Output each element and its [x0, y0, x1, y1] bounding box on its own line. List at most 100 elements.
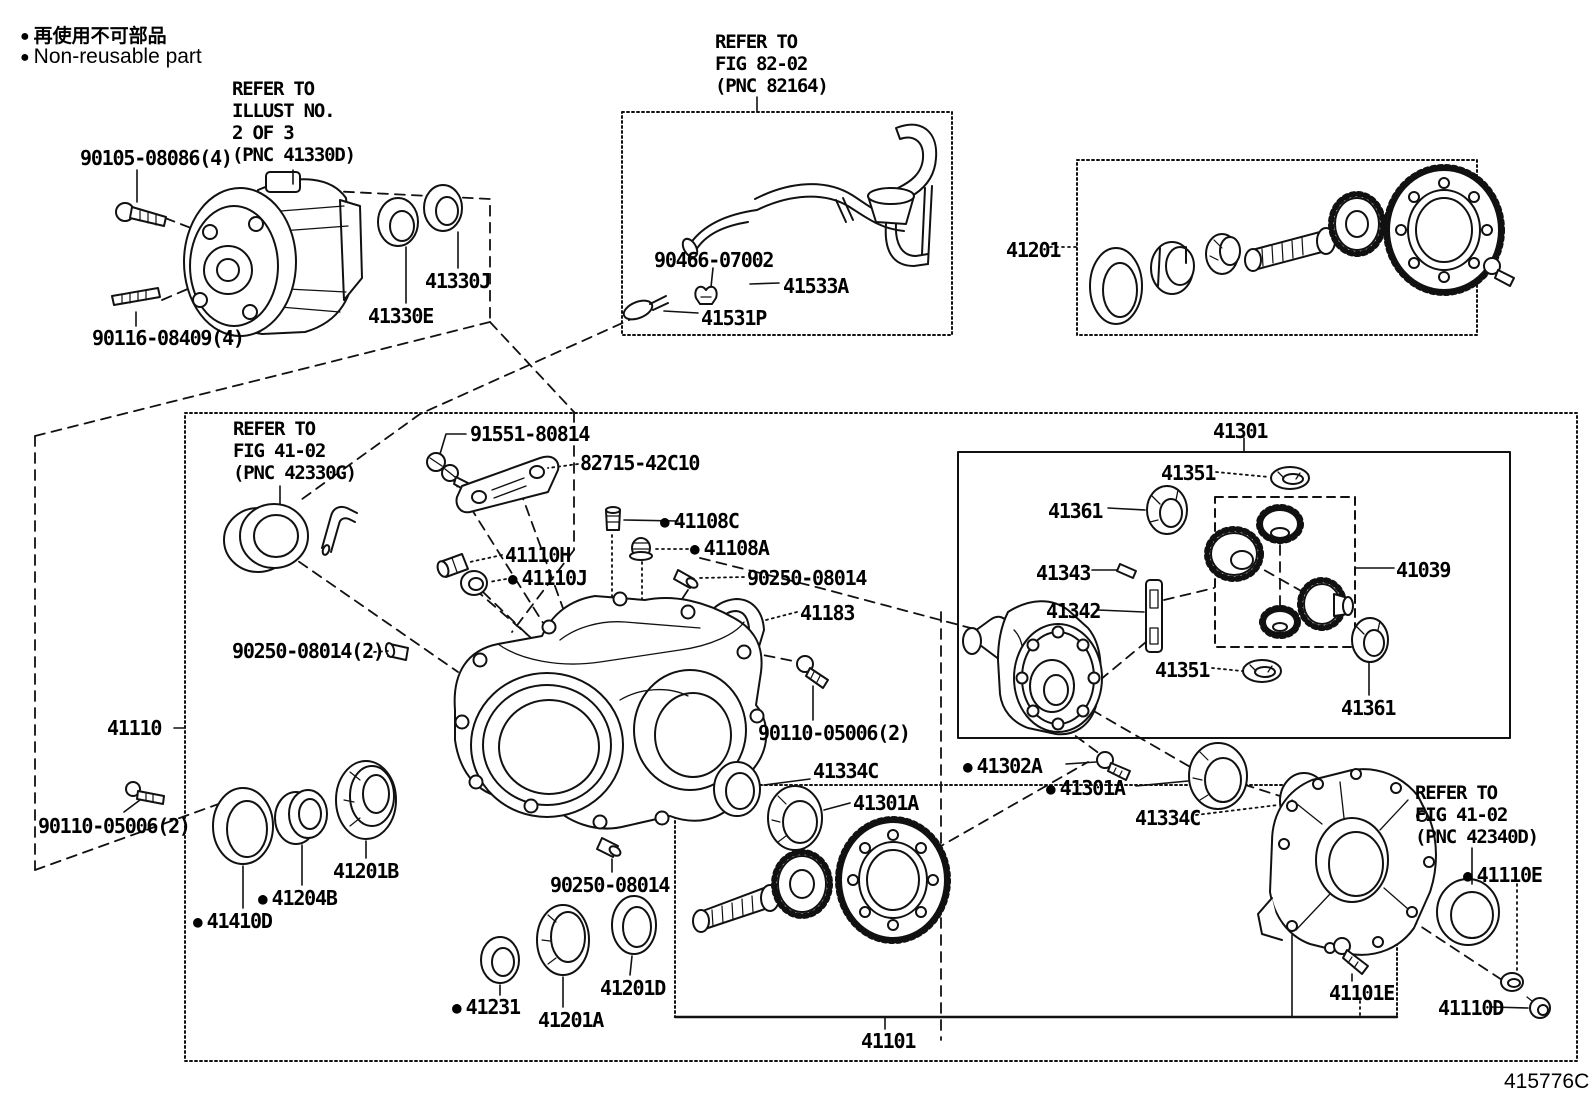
part-41301[interactable]: 41301 [1213, 419, 1268, 443]
part-number-text: 41101 [861, 1029, 916, 1053]
legend-en-text: Non-reusable part [33, 45, 202, 68]
pinion-shaft-41342-drawing [1145, 579, 1163, 653]
seal-41231-drawing [480, 936, 520, 984]
part-number-text: 41343 [1036, 561, 1091, 585]
part-90250-08014-x2[interactable]: 90250-08014(2) [232, 641, 385, 662]
part-41201B[interactable]: 41201B [333, 861, 399, 882]
part-41183[interactable]: 41183 [800, 601, 855, 625]
differential-case-drawing [962, 600, 1103, 736]
part-number-text: 41110D [1438, 996, 1504, 1020]
part-41110[interactable]: 41110 [107, 718, 162, 739]
part-41110D[interactable]: 41110D [1438, 996, 1504, 1020]
part-number-text: 41301A [1059, 776, 1126, 800]
non-reusable-dot: ● [258, 889, 268, 908]
plug-41110H-drawing [436, 553, 469, 578]
non-reusable-dot: ● [1463, 866, 1473, 885]
legend-non-reusable-en: ●Non-reusable part [20, 45, 202, 69]
part-41201D[interactable]: 41201D [600, 978, 666, 999]
part-number-text: REFER TO FIG 41-02 (PNC 42330G) [233, 418, 357, 484]
stud-90116-drawing [111, 287, 161, 306]
wave-washer-41361-bottom-drawing [1351, 617, 1389, 663]
part-number-text: 41201 [1006, 238, 1061, 262]
non-reusable-dot: ● [963, 757, 973, 776]
coupling-assembly-drawing [183, 171, 363, 337]
part-number-text: 41301 [1213, 419, 1268, 443]
part-41301A-right[interactable]: ●41301A [1046, 776, 1126, 800]
drive-pinion-41201-drawing [1244, 191, 1386, 272]
ring-gear-bolt-drawing [1483, 257, 1515, 287]
clip-90466-drawing [694, 285, 718, 305]
ring-gear-41201-drawing [1383, 164, 1505, 296]
note-refer-fig41-left: REFER TO FIG 41-02 (PNC 42330G) [233, 418, 357, 484]
part-41330J[interactable]: 41330J [425, 271, 491, 292]
part-41201A[interactable]: 41201A [538, 1010, 604, 1031]
part-number-text: 82715-42C10 [580, 451, 700, 475]
non-reusable-dot: ● [660, 512, 670, 531]
part-41351-bottom[interactable]: 41351 [1155, 660, 1210, 681]
part-41110E[interactable]: ●41110E [1463, 863, 1543, 887]
wave-washer-41361-top-drawing [1146, 485, 1188, 535]
part-41361-top[interactable]: 41361 [1048, 501, 1103, 522]
part-number-text: 90466-07002 [654, 248, 774, 272]
part-41201[interactable]: 41201 [1006, 238, 1061, 262]
part-number-text: 41039 [1396, 558, 1451, 582]
part-number-text: 41334C [813, 759, 879, 783]
part-41330E[interactable]: 41330E [368, 304, 434, 328]
part-41108C[interactable]: ●41108C [660, 511, 740, 532]
diagram-code: 415776C [1504, 1070, 1590, 1093]
part-number-text: REFER TO FIG 41-02 (PNC 42340D) [1415, 782, 1539, 848]
part-number-text: 41110H [505, 543, 571, 567]
part-number-text: 41110E [1476, 863, 1543, 887]
spacer-41204B-drawing [274, 789, 328, 845]
part-41531P[interactable]: 41531P [701, 308, 767, 329]
part-41301A-left[interactable]: 41301A [853, 793, 919, 814]
rear-cover-drawing [1257, 768, 1437, 956]
part-41351-top[interactable]: 41351 [1161, 461, 1216, 485]
part-41110J[interactable]: ●41110J [508, 568, 588, 589]
part-41039[interactable]: 41039 [1396, 558, 1451, 582]
bearing-41201A-drawing [536, 904, 590, 976]
bearing-41301A-right-drawing [1188, 742, 1248, 810]
breather-pipe-drawing [321, 505, 358, 556]
part-41533A[interactable]: 41533A [783, 276, 849, 297]
part-41108A[interactable]: ●41108A [690, 536, 770, 560]
part-90110-05006-left[interactable]: 90110-05006(2) [38, 814, 191, 838]
part-90250-08014-top[interactable]: 90250-08014 [747, 568, 867, 589]
part-41343[interactable]: 41343 [1036, 561, 1091, 585]
part-number-text: 90110-05006(2) [38, 814, 191, 838]
part-number-text: 41351 [1161, 461, 1216, 485]
part-number-text: 90116-08409(4) [92, 326, 245, 350]
part-number-text: 41342 [1046, 599, 1101, 623]
part-90105-08086[interactable]: 90105-08086(4) [80, 148, 233, 169]
part-41361-bottom[interactable]: 41361 [1341, 698, 1396, 719]
part-82715-42C10[interactable]: 82715-42C10 [580, 451, 700, 475]
part-number-text: 41108A [703, 536, 770, 560]
part-number-text: 41330E [368, 304, 434, 328]
part-90116-08409[interactable]: 90116-08409(4) [92, 326, 245, 350]
part-41334C-left[interactable]: 41334C [813, 759, 879, 783]
part-90250-08014-center[interactable]: 90250-08014 [550, 875, 670, 896]
seal-41410D-drawing [212, 787, 274, 865]
part-41302A[interactable]: ●41302A [963, 756, 1043, 777]
part-41231[interactable]: ●41231 [452, 997, 521, 1018]
ring-41201D-drawing [611, 895, 657, 955]
part-91551-80814[interactable]: 91551-80814 [470, 424, 590, 445]
part-41334C-right[interactable]: 41334C [1135, 808, 1201, 829]
part-number-text: 41204B [271, 886, 338, 910]
part-41101E[interactable]: 41101E [1329, 983, 1395, 1004]
part-41101[interactable]: 41101 [861, 1029, 916, 1053]
part-41342[interactable]: 41342 [1046, 599, 1101, 623]
ring-gear-installed-drawing [835, 816, 951, 944]
part-41410D[interactable]: ●41410D [193, 911, 273, 932]
part-41204B[interactable]: ●41204B [258, 886, 338, 910]
seal-42340D-drawing [1436, 878, 1500, 946]
plug-41108C-drawing [605, 506, 621, 531]
part-41110H[interactable]: 41110H [505, 543, 571, 567]
part-number-text: 41183 [800, 601, 855, 625]
part-90466-07002[interactable]: 90466-07002 [654, 248, 774, 272]
spider-gear-kit-drawing [1204, 504, 1354, 639]
part-90110-05006-right[interactable]: 90110-05006(2) [758, 723, 911, 744]
leader-lines [123, 96, 1529, 1030]
bracket-82715-drawing [455, 455, 560, 514]
main-assembly-box [184, 412, 1578, 1062]
